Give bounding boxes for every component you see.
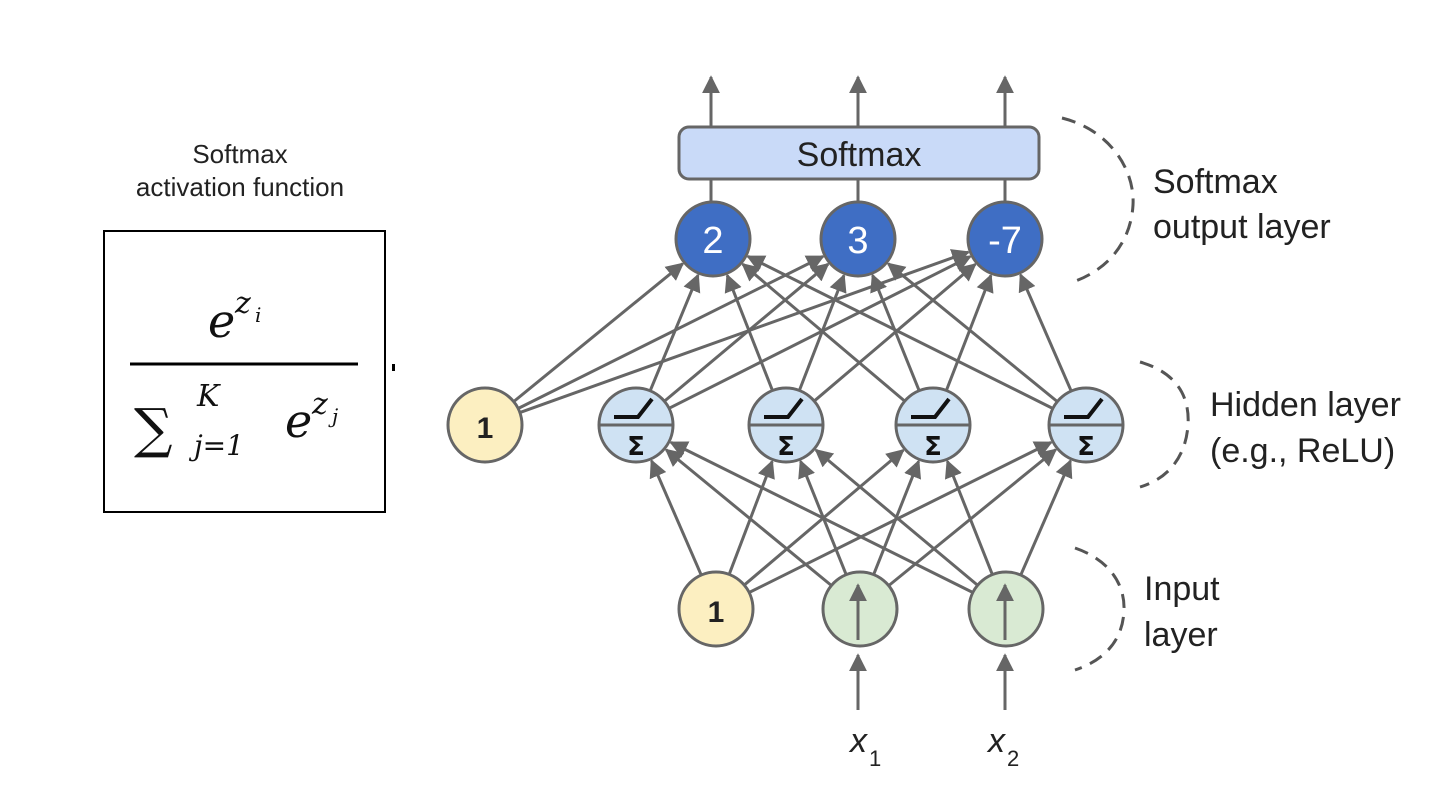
edge-input-to-hidden xyxy=(944,459,994,576)
numerator-base: e xyxy=(208,294,235,348)
sum-upper-limit: K xyxy=(196,379,221,414)
edge-hidden-to-output xyxy=(517,255,825,410)
output-arrows xyxy=(702,75,1014,126)
output-layer-brace xyxy=(1061,116,1135,285)
input-label-1-sub: 1 xyxy=(869,746,881,771)
layer-braces xyxy=(1061,116,1190,672)
network-edges xyxy=(512,249,1073,594)
edge-hidden-to-output xyxy=(886,262,1059,403)
input-label-2: x xyxy=(986,722,1006,760)
layer-labels: Softmax output layer Hidden layer (e.g.,… xyxy=(1144,163,1401,654)
hidden-neuron: Σ xyxy=(1047,386,1125,464)
denominator-exponent: z xyxy=(311,387,328,422)
hidden-layer-label-line2: (e.g., ReLU) xyxy=(1210,432,1395,470)
hidden-layer: 1 Σ Σ Σ Σ xyxy=(446,386,1125,464)
sigma-icon: Σ xyxy=(1077,432,1095,462)
edge-hidden-to-output xyxy=(512,262,685,403)
input-label-1: x xyxy=(848,722,868,760)
output-value-3: -7 xyxy=(988,220,1022,262)
edge-input-to-hidden xyxy=(1019,459,1073,576)
edge-hidden-to-output xyxy=(746,255,1054,410)
relu-icon xyxy=(1064,397,1104,419)
edge-input-to-hidden xyxy=(814,448,979,587)
edge-hidden-to-output xyxy=(741,263,906,403)
hidden-layer-label-line1: Hidden layer xyxy=(1210,386,1401,424)
edge-hidden-to-output xyxy=(648,273,701,392)
edge-input-to-hidden xyxy=(664,448,833,587)
edge-hidden-to-output xyxy=(724,273,774,392)
input-neuron-1 xyxy=(821,570,899,648)
edge-hidden-to-output xyxy=(797,273,847,392)
edge-hidden-to-output xyxy=(870,273,921,392)
sum-lower-limit: j=1 xyxy=(188,429,244,462)
sigma-icon: Σ xyxy=(924,432,942,462)
hidden-neuron: Σ xyxy=(597,386,675,464)
relu-icon xyxy=(614,397,654,419)
output-layer-label-line1: Softmax xyxy=(1153,163,1278,201)
sum-symbol: ∑ xyxy=(134,397,173,460)
input-layer-label-line2: layer xyxy=(1144,616,1218,654)
edge-input-to-hidden xyxy=(669,441,974,594)
edge-hidden-to-output xyxy=(944,273,994,392)
relu-icon xyxy=(911,397,951,419)
denominator-exponent-sub: j xyxy=(328,404,338,428)
input-layer-label-line1: Input xyxy=(1144,570,1220,608)
formula-caption-line1: Softmax xyxy=(192,139,287,169)
formula-box xyxy=(103,230,386,513)
softmax-box: Softmax xyxy=(677,125,1041,181)
input-label-2-sub: 2 xyxy=(1007,746,1019,771)
edge-hidden-to-output xyxy=(1018,273,1073,392)
hidden-neuron: Σ xyxy=(747,386,825,464)
edge-input-to-hidden xyxy=(748,441,1053,594)
input-bias-label: 1 xyxy=(708,596,725,629)
hidden-bias-neuron xyxy=(446,386,524,464)
input-layer-brace xyxy=(1074,546,1126,672)
denominator-base: e xyxy=(285,394,312,448)
sigma-icon: Σ xyxy=(627,432,645,462)
output-value-2: 3 xyxy=(847,220,868,262)
input-bias-neuron xyxy=(677,570,755,648)
hidden-layer-brace xyxy=(1139,360,1190,489)
numerator-exponent: z xyxy=(234,286,251,321)
formula-panel: Softmax activation function e z i ∑ K j=… xyxy=(103,139,395,513)
stray-mark xyxy=(392,364,395,371)
numerator-exponent-sub: i xyxy=(255,303,261,327)
hidden-bias-label: 1 xyxy=(477,412,494,445)
output-layer: 2 3 -7 xyxy=(674,200,1044,278)
sigma-icon: Σ xyxy=(777,432,795,462)
output-neuron-2 xyxy=(819,200,897,278)
output-neuron-1 xyxy=(674,200,752,278)
edge-input-to-hidden xyxy=(649,459,703,576)
edge-hidden-to-output xyxy=(663,262,830,403)
output-value-1: 2 xyxy=(702,220,723,262)
formula-caption-line2: activation function xyxy=(136,172,344,202)
output-layer-label-line2: output layer xyxy=(1153,208,1331,246)
softmax-box-label: Softmax xyxy=(797,136,922,174)
relu-icon xyxy=(764,397,804,419)
edge-hidden-to-output xyxy=(668,255,972,410)
input-layer: 1 x 1 x 2 xyxy=(677,570,1045,771)
output-neuron-3 xyxy=(966,200,1044,278)
hidden-neuron: Σ xyxy=(894,386,972,464)
